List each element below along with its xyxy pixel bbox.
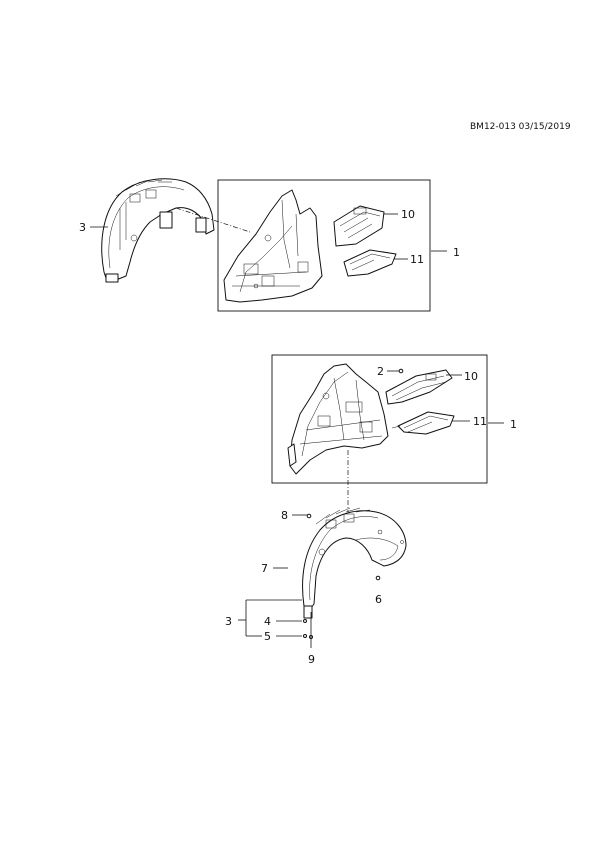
callout-bottom-liner-set: 3 (225, 615, 232, 628)
bottom-bracket-11 (391, 411, 455, 435)
bottom-inner-panel (287, 363, 389, 475)
callout-bottom-fastener-b: 5 (264, 630, 271, 643)
top-leader-dash (175, 207, 251, 233)
callout-bottom-bracket-lower: 11 (473, 415, 487, 428)
bottom-assembly-frame (271, 354, 488, 484)
callout-top-bracket-lower: 11 (410, 253, 424, 266)
top-bracket-11 (343, 249, 397, 277)
bottom-wheelhouse-liner (302, 507, 407, 619)
callout-bottom-fastener-a: 4 (264, 615, 271, 628)
bottom-callouts: 2 10 11 1 8 7 6 3 4 5 9 (225, 365, 517, 666)
bottom-fastener-5 (303, 634, 307, 638)
bottom-screw-8 (306, 513, 312, 519)
top-bracket-10 (333, 205, 385, 247)
callout-top-assembly: 1 (453, 246, 460, 259)
bottom-nut-6 (375, 575, 381, 581)
top-wheelhouse-liner (101, 178, 215, 283)
callout-bottom-bracket-upper: 10 (464, 370, 478, 383)
callout-top-liner: 3 (79, 221, 86, 234)
document-code: BM12-013 03/15/2019 (470, 122, 571, 132)
top-inner-panel (223, 189, 323, 303)
callout-bottom-fastener-c: 9 (308, 653, 315, 666)
callout-bottom-nut: 6 (375, 593, 382, 606)
callout-top-bracket-upper: 10 (401, 208, 415, 221)
bottom-bracket-10 (385, 369, 453, 405)
callout-bottom-screw: 8 (281, 509, 288, 522)
bottom-fastener-4 (303, 619, 307, 623)
callout-bottom-assembly: 1 (510, 418, 517, 431)
callout-bottom-liner-edge: 7 (261, 562, 268, 575)
callout-bottom-clip: 2 (377, 365, 384, 378)
top-callouts: 3 10 11 1 (79, 208, 460, 266)
top-assembly-frame (217, 179, 431, 312)
bottom-clip-2 (398, 368, 404, 374)
